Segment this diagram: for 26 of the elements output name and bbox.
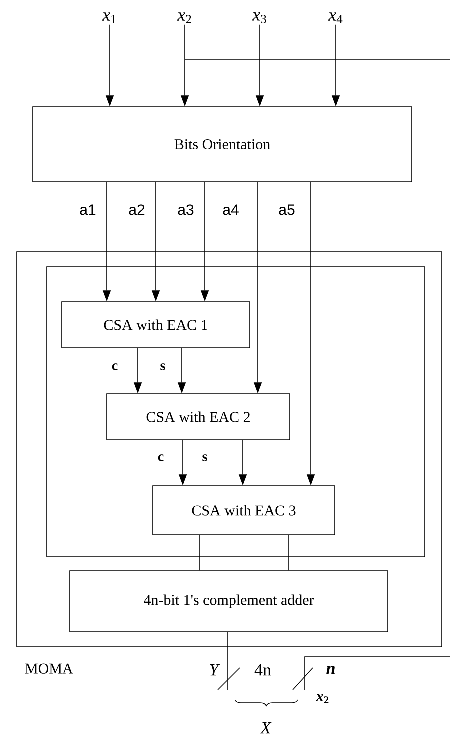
edge-label: c <box>112 364 118 370</box>
input-label: x$_{4}$ <box>328 12 343 24</box>
bus-label: x$_{2}$ <box>316 694 329 704</box>
edge-label: s <box>160 364 166 370</box>
bus-label: Y <box>210 664 220 676</box>
bus-width-label: n <box>326 666 335 674</box>
edge-label: a1 <box>80 204 96 216</box>
input-label: x$_{2}$ <box>177 12 192 24</box>
edge-label: a3 <box>178 204 194 216</box>
edge-label: c <box>158 454 164 462</box>
process-box: CSA with EAC 2 <box>106 394 290 440</box>
edge-label: s <box>202 454 208 462</box>
bus-width-label: 4n <box>254 664 272 676</box>
input-label: x$_{1}$ <box>102 12 116 24</box>
process-box: CSA with EAC 3 <box>152 486 336 536</box>
process-box: Bits Orientation <box>32 106 412 182</box>
input-label: x$_{3}$ <box>252 12 266 24</box>
edge-label: a4 <box>223 204 239 216</box>
edge-label: a5 <box>279 204 295 216</box>
connector-line <box>288 535 290 571</box>
group-box <box>46 266 426 558</box>
node-label: MOMA <box>25 664 74 674</box>
process-box: 4n-bit 1's complement adder <box>70 570 388 632</box>
process-box: CSA with EAC 1 <box>62 302 250 348</box>
bus-label: X <box>260 722 272 734</box>
edge-label: a2 <box>129 204 145 216</box>
